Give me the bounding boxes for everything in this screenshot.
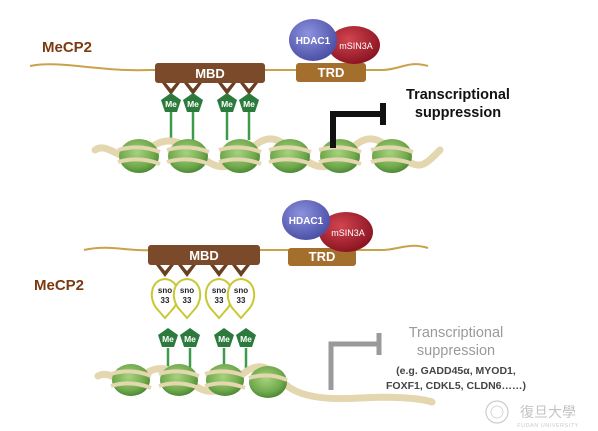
msin3a-complex: mSIN3A: [328, 26, 380, 64]
nucleosome: [320, 139, 360, 173]
hdac1-label: HDAC1: [296, 36, 331, 47]
nucleosome: [270, 139, 310, 173]
svg-text:sno: sno: [212, 286, 226, 295]
svg-text:sno: sno: [158, 286, 172, 295]
suppression-label-line1: Transcriptional: [409, 325, 504, 341]
svg-text:33: 33: [215, 296, 224, 305]
university-name-cn: 復旦大學: [520, 404, 576, 420]
target-genes-line1: (e.g. GADD45α, MYOD1,: [396, 365, 516, 377]
trd-label: TRD: [309, 249, 336, 264]
nucleosome: [206, 364, 244, 396]
svg-text:Me: Me: [187, 99, 199, 109]
svg-text:sno: sno: [180, 286, 194, 295]
chromatin-fiber: [94, 363, 436, 406]
methyl-group: Me: [239, 93, 259, 140]
mbd-domain: MBD: [148, 245, 260, 265]
university-name-en: FUDAN UNIVERSITY: [517, 423, 578, 429]
methyl-group: Me: [161, 93, 181, 140]
msin3a-complex: mSIN3A: [319, 212, 373, 252]
svg-text:Me: Me: [165, 99, 177, 109]
svg-text:sno: sno: [234, 286, 248, 295]
nucleosome: [249, 366, 287, 398]
nucleosome: [112, 364, 150, 396]
suppression-label-line1: Transcriptional: [406, 87, 510, 103]
mecp2-label: MeCP2: [34, 277, 84, 294]
mbd-binding-sites: [162, 83, 258, 95]
svg-text:33: 33: [161, 296, 170, 305]
snorna-loop: sno 33: [204, 277, 234, 320]
nucleosome: [372, 139, 412, 173]
svg-text:Me: Me: [162, 334, 174, 344]
svg-text:Me: Me: [243, 99, 255, 109]
snorna-loop: sno 33: [226, 277, 256, 320]
mbd-label: MBD: [195, 66, 225, 81]
hdac1-complex: HDAC1: [282, 200, 330, 240]
nucleosome: [220, 139, 260, 173]
university-seal-icon: [485, 400, 509, 424]
trd-label: TRD: [318, 65, 345, 80]
mecp2-backbone: [29, 63, 429, 72]
panel-bottom: MeCP2 MBD TRD mSIN3A HDAC1 sno: [34, 200, 526, 406]
svg-text:33: 33: [237, 296, 246, 305]
hdac1-complex: HDAC1: [289, 19, 337, 61]
svg-text:33: 33: [183, 296, 192, 305]
university-watermark: 復旦大學 FUDAN UNIVERSITY: [485, 400, 578, 429]
panel-top: MeCP2 MBD TRD mSIN3A HDAC1: [29, 19, 510, 173]
mbd-domain: MBD: [155, 63, 265, 83]
suppression-label-line2: suppression: [415, 105, 501, 121]
svg-text:Me: Me: [218, 334, 230, 344]
mecp2-label: MeCP2: [42, 39, 92, 56]
trd-domain: TRD: [296, 63, 366, 82]
chromatin-fiber: [91, 135, 444, 173]
nucleosome: [168, 139, 208, 173]
suppression-arrow-inactive: [328, 341, 379, 390]
mbd-label: MBD: [189, 248, 219, 263]
msin3a-label: mSIN3A: [331, 228, 365, 238]
snorna-loop: sno 33: [172, 277, 202, 320]
svg-text:Me: Me: [221, 99, 233, 109]
suppression-label-line2: suppression: [417, 343, 495, 359]
trd-domain: TRD: [288, 248, 356, 266]
nucleosome: [160, 364, 198, 396]
msin3a-label: mSIN3A: [339, 41, 373, 51]
methyl-group: Me: [217, 93, 237, 140]
methyl-group: Me: [183, 93, 203, 140]
snorna-loop: sno 33: [150, 277, 180, 320]
svg-text:Me: Me: [184, 334, 196, 344]
suppression-arrow: [330, 111, 383, 148]
svg-text:Me: Me: [240, 334, 252, 344]
nucleosome: [119, 139, 159, 173]
hdac1-label: HDAC1: [289, 216, 324, 227]
target-genes-line2: FOXF1, CDKL5, CLDN6……): [386, 380, 526, 392]
mbd-binding-sites: [156, 265, 250, 277]
